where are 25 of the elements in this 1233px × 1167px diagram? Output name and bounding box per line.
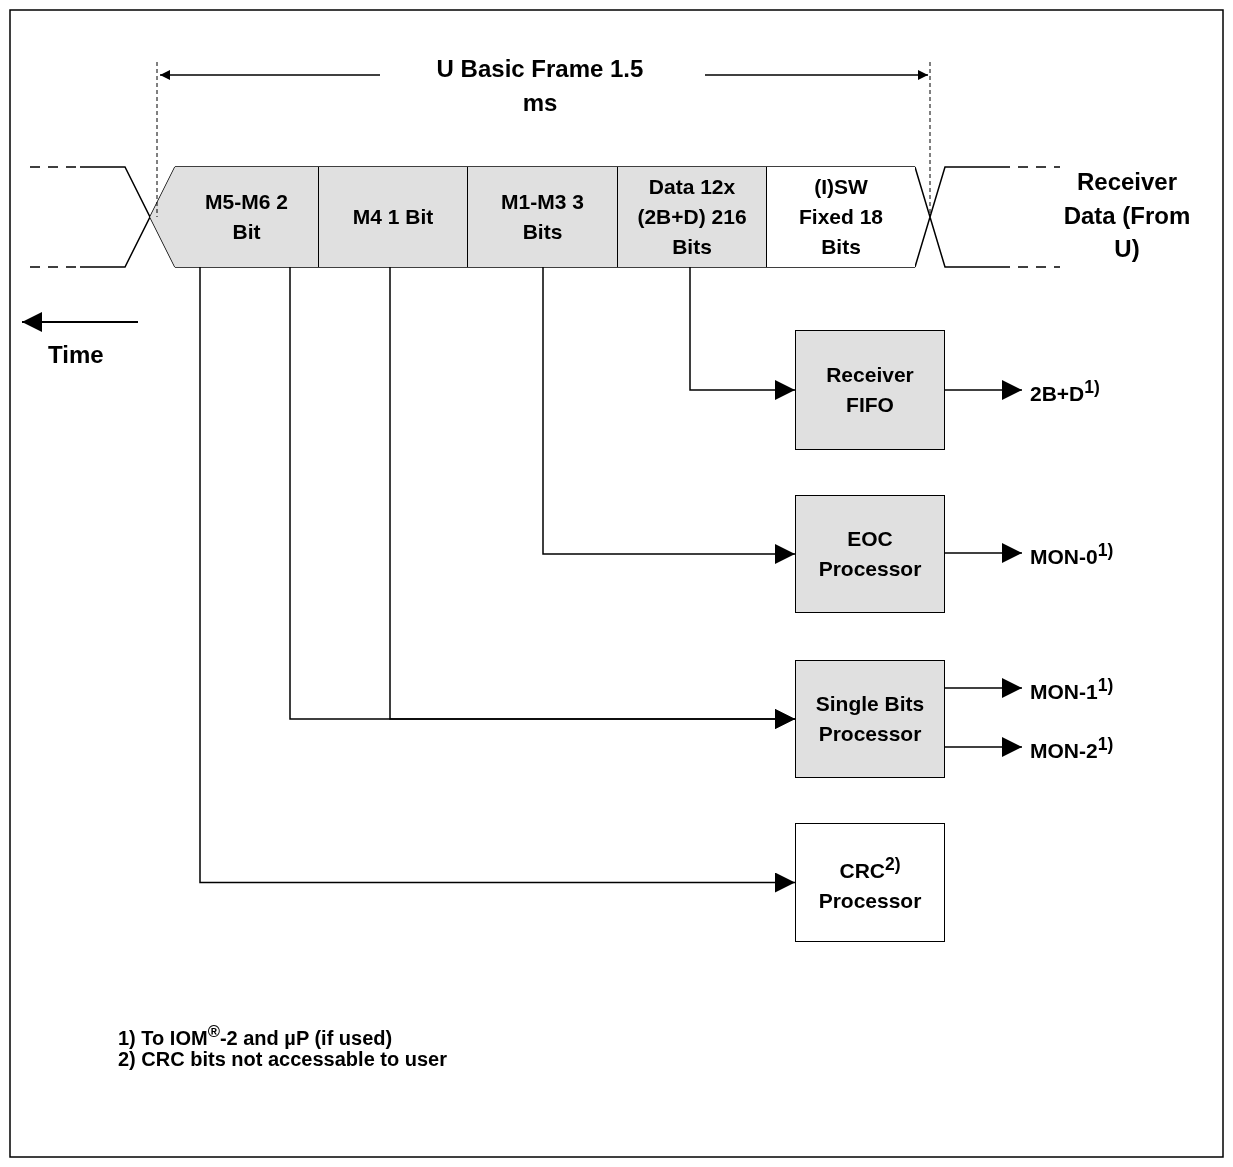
- arrow: [944, 543, 1023, 563]
- output-label: MON-2$^{1)}$: [1030, 729, 1160, 765]
- frame-field: Data 12x (2B+D) 216 Bits: [617, 167, 766, 267]
- output-label: MON-1$^{1)}$: [1030, 670, 1160, 706]
- output-label: 2B+D$^{1)}$: [1030, 372, 1150, 408]
- frame-field: M4 1 Bit: [318, 167, 467, 267]
- output-label: MON-0$^{1)}$: [1030, 535, 1160, 571]
- processor-box: Single Bits Processor: [795, 660, 945, 778]
- arrow: [944, 380, 1023, 400]
- arrow: [389, 266, 796, 729]
- footnote: 2) CRC bits not accessable to user: [118, 1048, 448, 1072]
- axis-label: Time: [48, 340, 105, 370]
- signal-label: Receiver Data (From U): [1062, 167, 1192, 265]
- dimension-label: U Basic Frame 1.5 ms: [435, 54, 645, 118]
- processor-box: EOC Processor: [795, 495, 945, 613]
- frame-field: M1-M3 3 Bits: [467, 167, 617, 267]
- footnote: 1) To IOM$^{®}$-2 and µP (if used): [118, 1021, 394, 1051]
- arrow: [944, 678, 1023, 698]
- arrow: [199, 266, 796, 893]
- processor-box: CRC$^{2)}$ Processor: [795, 823, 945, 942]
- arrow: [542, 266, 796, 564]
- arrow: [689, 266, 796, 400]
- arrow: [944, 737, 1023, 757]
- processor-box: Receiver FIFO: [795, 330, 945, 450]
- frame-field: (I)SW Fixed 18 Bits: [766, 167, 915, 267]
